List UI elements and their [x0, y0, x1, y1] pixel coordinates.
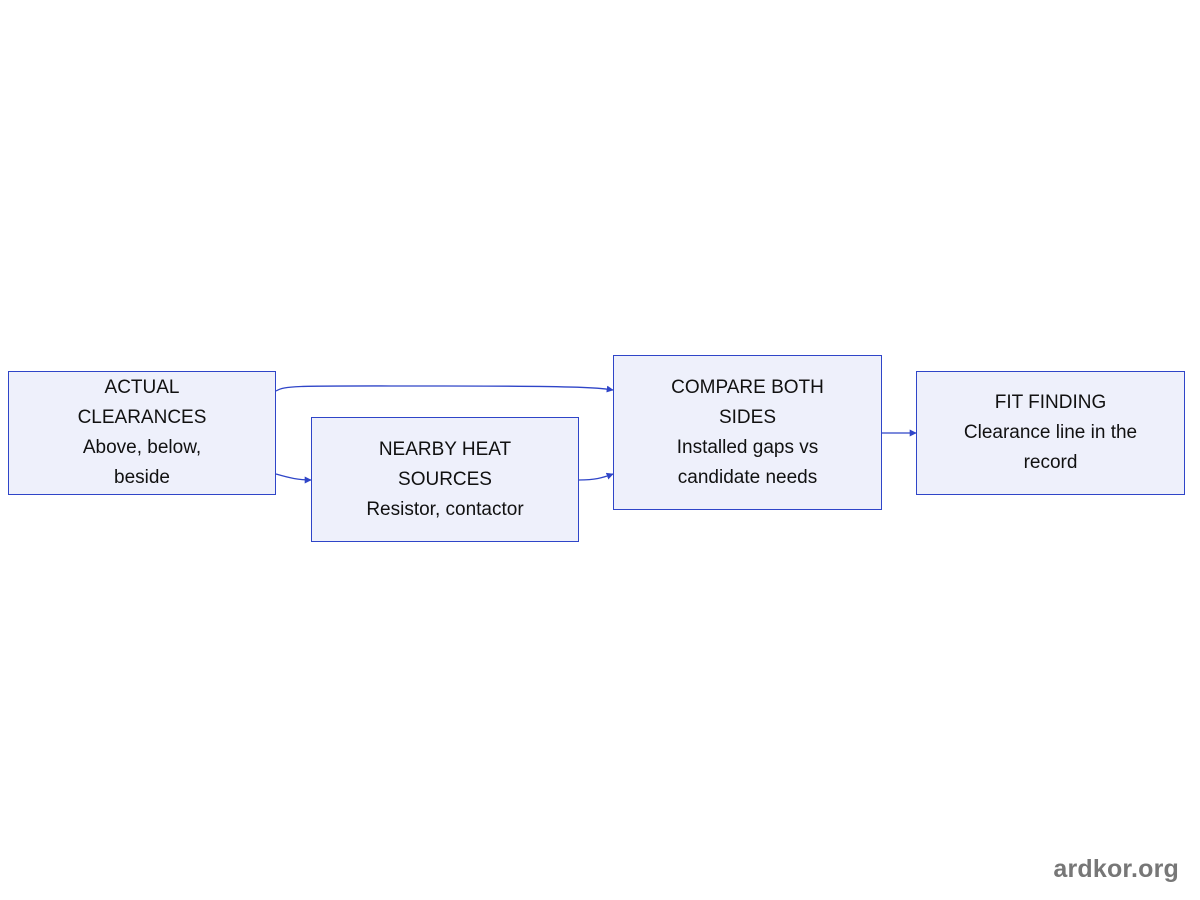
node-subtitle: Above, below, beside	[82, 437, 202, 488]
watermark-text: ardkor.org	[1053, 855, 1179, 883]
edge-actual-to-heat	[275, 473, 312, 484]
node-nearby-heat-sources: NEARBY HEAT SOURCES Resistor, contactor	[311, 417, 579, 542]
node-title: FIT FINDING	[994, 392, 1107, 413]
node-compare-both-sides: COMPARE BOTH SIDES Installed gaps vs can…	[613, 355, 882, 510]
edge-heat-to-compare	[578, 472, 614, 481]
edge-actual-to-compare	[275, 385, 614, 393]
node-actual-clearances: ACTUAL CLEARANCES Above, below, beside	[8, 371, 276, 495]
node-subtitle: Installed gaps vs candidate needs	[676, 436, 819, 488]
node-title: NEARBY HEAT SOURCES	[378, 438, 512, 490]
node-subtitle: Clearance line in the record	[963, 422, 1138, 473]
node-fit-finding: FIT FINDING Clearance line in the record	[916, 371, 1185, 495]
node-title: COMPARE BOTH SIDES	[671, 376, 824, 428]
node-title: ACTUAL CLEARANCES	[77, 377, 207, 428]
node-subtitle: Resistor, contactor	[366, 498, 524, 520]
